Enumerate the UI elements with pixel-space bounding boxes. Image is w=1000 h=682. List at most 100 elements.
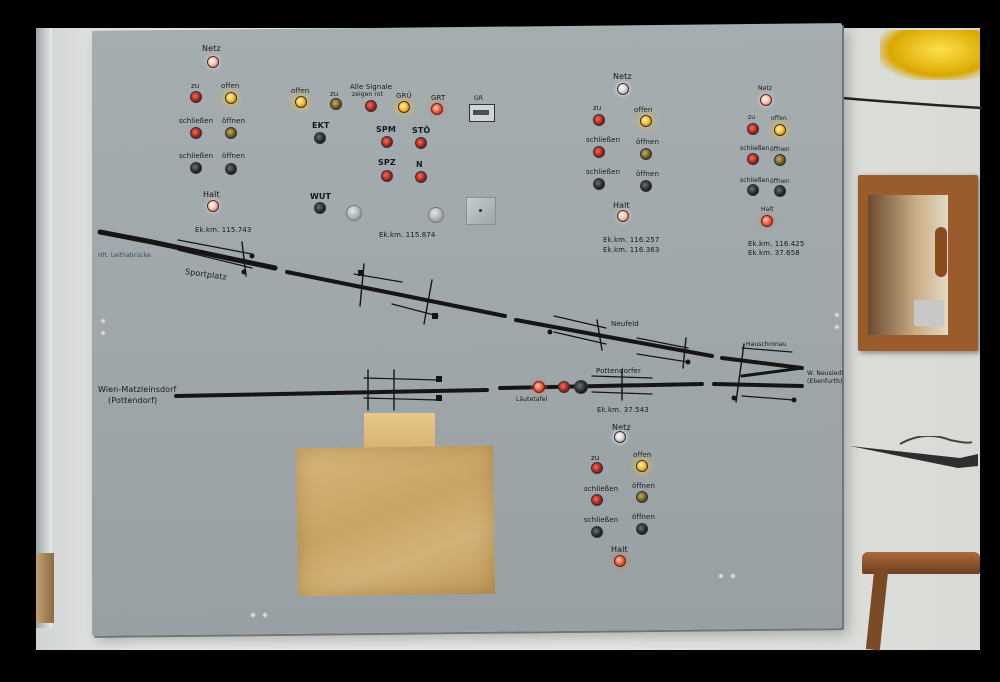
label-schliessen-right1-1: schließen: [586, 136, 621, 144]
label-gr: GR: [474, 95, 484, 102]
panel-screw: [262, 612, 268, 618]
label-zu-right1: zu: [593, 104, 602, 112]
wooden-cabinet: [858, 175, 978, 351]
label-sto: STÖ: [412, 126, 431, 135]
label-oeffnen-right1-2: öffnen: [636, 170, 659, 178]
lamp-zu-left: [190, 91, 202, 103]
label-schliessen-bottom-2: schließen: [584, 516, 619, 524]
lamp-schliessen-left-1: [190, 127, 202, 139]
button-oeffnen-left[interactable]: [225, 163, 237, 175]
lamp-track-dark: [574, 380, 588, 394]
lamp-offen-right1: [640, 115, 652, 127]
label-offen-right1: offen: [634, 106, 653, 114]
yellow-cloth: [880, 30, 980, 80]
label-km-left: Ek.km. 115.743: [195, 226, 252, 234]
lamp-track-red-2: [558, 381, 570, 393]
label-offen-center: offen: [291, 87, 310, 95]
lamp-track-red-1: [533, 381, 545, 393]
label-haltestelle: Hlt. Leithabrücke: [98, 252, 151, 259]
label-pottendorf: (Pottendorf): [108, 396, 158, 405]
label-km-right2-a: Ek.km. 116.425: [748, 240, 805, 248]
track-lower-3: [712, 382, 804, 388]
label-pottendorfer: Pottendorfer: [596, 367, 641, 375]
button-ekt[interactable]: [314, 132, 326, 144]
push-button-2[interactable]: [428, 207, 444, 223]
shelf-edge: [36, 553, 54, 623]
signal-horn: [850, 436, 978, 468]
lamp-schliessen-right1-1: [593, 146, 605, 158]
label-halt-right1: Halt: [613, 201, 630, 210]
label-zeigen-rot: zeigen rot: [352, 91, 384, 98]
button-schliessen-right1[interactable]: [593, 178, 605, 190]
lamp-sto: [415, 137, 427, 149]
button-schliessen-left[interactable]: [190, 162, 202, 174]
label-n: N: [416, 160, 423, 169]
panel-screw: [250, 612, 256, 618]
track-lower-2: [498, 382, 704, 390]
panel-screw: [100, 318, 106, 324]
lamp-offen-right2: [774, 124, 786, 136]
button-schliessen-bottom[interactable]: [591, 526, 603, 538]
label-km-center: Ek.km. 115.874: [379, 231, 436, 239]
lamp-halt-left: [207, 200, 219, 212]
lamp-schliessen-right2-1: [747, 153, 759, 165]
panel-screw: [100, 330, 106, 336]
button-oeffnen-right2[interactable]: [774, 185, 786, 197]
button-wut[interactable]: [314, 202, 326, 214]
label-netz-left: Netz: [202, 44, 221, 53]
lamp-oeffnen-right2-1: [774, 154, 786, 166]
label-spm: SPM: [376, 125, 396, 134]
label-schliessen-right2-2: schließen: [740, 177, 770, 184]
label-netz-right1: Netz: [613, 72, 632, 81]
label-neusiedl: W. Neusiedl: [807, 370, 844, 377]
lamp-zu-bottom: [591, 462, 603, 474]
label-oeffnen-right2-1: öffnen: [770, 146, 790, 153]
lamp-offen-bottom: [636, 460, 648, 472]
switch-gr[interactable]: [469, 104, 495, 122]
label-oeffnen-bottom-1: öffnen: [632, 482, 655, 490]
panel-screw: [834, 324, 840, 330]
lamp-zu-right1: [593, 114, 605, 126]
lamp-grt: [431, 103, 443, 115]
lamp-offen-left: [225, 92, 237, 104]
paper-cover: [295, 445, 496, 597]
lamp-gru: [398, 101, 410, 113]
label-oeffnen-left-1: öffnen: [222, 117, 245, 125]
label-ebenfurth: (Ebenfurth): [807, 378, 843, 385]
label-zu-center: zu: [330, 90, 339, 98]
label-halt-right2: Halt: [761, 206, 774, 213]
lamp-offen-center: [295, 96, 307, 108]
track-diagram: [97, 229, 804, 411]
panel-screw: [718, 573, 724, 579]
lamp-spz: [381, 170, 393, 182]
lamp-schliessen-bottom-1: [591, 494, 603, 506]
lamp-netz-right1: [617, 83, 629, 95]
chair-leg: [865, 569, 889, 651]
lamp-halt-right1: [617, 210, 629, 222]
push-button-1[interactable]: [346, 205, 362, 221]
lamp-zu-right2: [747, 123, 759, 135]
label-schliessen-right1-2: schließen: [586, 168, 621, 176]
lamp-netz-right2: [760, 94, 772, 106]
button-schliessen-right2[interactable]: [747, 184, 759, 196]
label-laeutetafel: Läutetafel: [516, 396, 548, 403]
label-halt-left: Halt: [203, 190, 220, 199]
label-oeffnen-bottom-2: öffnen: [632, 513, 655, 521]
chair-back: [862, 552, 980, 574]
track-lower-1: [174, 388, 489, 398]
button-oeffnen-right1[interactable]: [640, 180, 652, 192]
button-oeffnen-bottom[interactable]: [636, 523, 648, 535]
label-zu-left: zu: [191, 82, 200, 90]
window-frame: [36, 28, 52, 628]
label-ekt: EKT: [312, 121, 330, 130]
label-neufeld: Neufeld: [611, 320, 639, 328]
label-oeffnen-right2-2: öffnen: [770, 178, 790, 185]
label-schliessen-bottom-1: schließen: [584, 485, 619, 493]
track-upper-1: [97, 229, 278, 271]
lamp-halt-bottom: [614, 555, 626, 567]
panel-screw: [834, 312, 840, 318]
lamp-netz-bottom: [614, 431, 626, 443]
square-push-button[interactable]: [466, 197, 496, 225]
label-km-right1-a: Ek.km. 116.257: [603, 236, 660, 244]
lamp-zu-center: [330, 98, 342, 110]
